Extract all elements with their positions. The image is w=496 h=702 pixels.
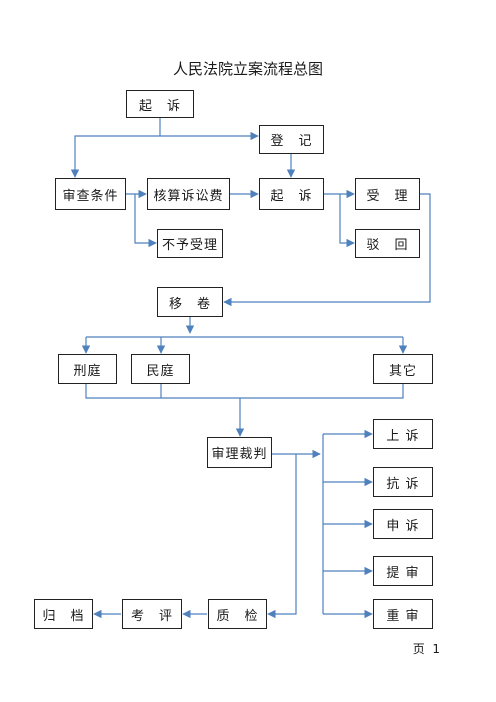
connector-qisu-dengji [159, 118, 259, 141]
page-title: 人民法院立案流程总图 [172, 60, 323, 78]
connector-qisu-bohui [339, 194, 355, 248]
node-minting: 民庭 [131, 354, 190, 384]
node-zhijian: 质 检 [208, 599, 267, 629]
node-buyu: 不予受理 [157, 229, 223, 258]
node-kangsu: 抗 诉 [373, 467, 433, 497]
node-chongshen: 重 审 [373, 599, 433, 629]
node-xingting: 刑庭 [58, 354, 117, 384]
node-qita: 其它 [373, 354, 433, 384]
node-shensu: 申 诉 [373, 509, 433, 539]
page-number-value: 1 [432, 642, 440, 656]
node-shenli: 审理裁判 [207, 437, 272, 468]
page-label: 页 [412, 642, 425, 656]
node-yijuan: 移 卷 [157, 287, 223, 317]
node-shouli: 受 理 [355, 178, 420, 210]
node-kaoping: 考 评 [122, 599, 182, 629]
connector-divisions-merge [85, 384, 404, 399]
page-number: 页 1 [413, 640, 440, 657]
node-guidang: 归 档 [34, 599, 93, 629]
node-shencha: 审查条件 [55, 178, 126, 210]
node-hesuan: 核算诉讼费 [147, 178, 230, 210]
node-dengji: 登 记 [259, 125, 324, 154]
node-qisu: 起 诉 [259, 178, 324, 210]
node-shangsu: 上 诉 [373, 419, 433, 449]
connector-shencha-buyu [134, 194, 157, 248]
connector-to-shencha [70, 135, 160, 178]
node-tishen: 提 审 [373, 556, 433, 586]
node-qisu-top: 起 诉 [126, 90, 194, 118]
connector-shenli-zhijian [267, 454, 297, 619]
node-bohui: 驳 回 [355, 229, 420, 258]
connector-shouli-yijuan [223, 193, 431, 307]
